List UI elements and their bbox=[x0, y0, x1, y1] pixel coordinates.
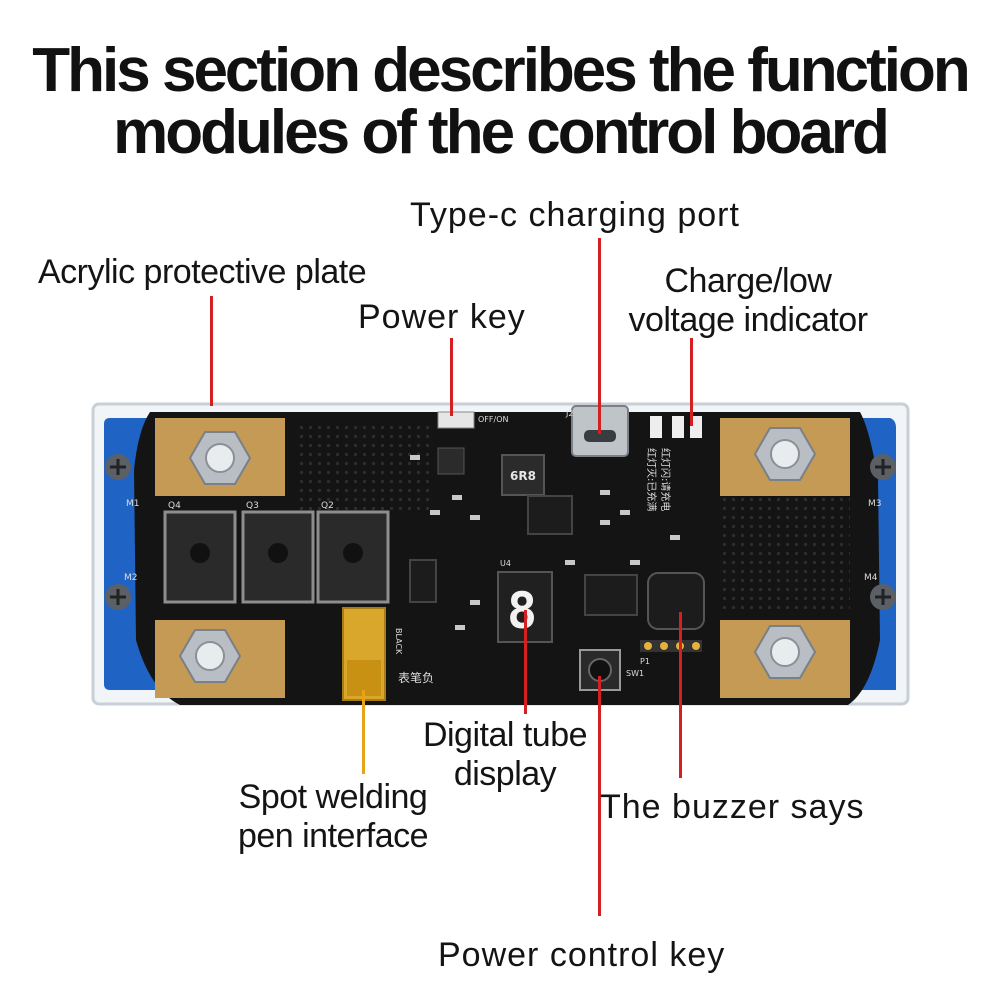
screw-br bbox=[870, 584, 896, 610]
pen-marking: BLACK bbox=[394, 628, 403, 655]
power-switch bbox=[437, 411, 475, 429]
label-indicator-line-2: voltage indicator bbox=[628, 301, 868, 340]
digital-tube-digit: 8 bbox=[507, 582, 537, 640]
pcb-dots bbox=[295, 420, 850, 610]
screw-tr bbox=[870, 454, 896, 480]
label-digital-tube: Digital tube display bbox=[410, 716, 600, 794]
title-line-2: modules of the control board bbox=[113, 98, 890, 167]
label-m3: M3 bbox=[868, 499, 882, 509]
screw-tl bbox=[105, 454, 131, 480]
label-q4: Q4 bbox=[168, 501, 181, 511]
line-digital-tube bbox=[524, 610, 527, 714]
line-acrylic bbox=[210, 296, 213, 406]
smd-parts bbox=[410, 455, 680, 630]
nut-m2 bbox=[178, 629, 242, 683]
label-indicator: Charge/low voltage indicator bbox=[612, 262, 884, 340]
label-m4: M4 bbox=[864, 573, 878, 583]
screw-bl bbox=[105, 584, 131, 610]
usb-label: J2 bbox=[565, 409, 573, 418]
indicator-chinese-2: 红灯灭:已充满 bbox=[645, 448, 658, 511]
label-spot-welding: Spot welding pen interface bbox=[222, 778, 444, 856]
header-pins bbox=[640, 640, 702, 652]
pen-chinese: 表笔负 bbox=[398, 670, 434, 685]
line-power-key bbox=[450, 338, 453, 416]
label-spot-welding-line-2: pen interface bbox=[237, 817, 429, 856]
label-q3: Q3 bbox=[246, 501, 259, 511]
indicator-chinese: 红灯闪:请充电 bbox=[659, 448, 672, 511]
mosfets bbox=[163, 510, 390, 604]
inductor-marking: 6R8 bbox=[510, 469, 536, 483]
line-typec bbox=[598, 238, 601, 434]
label-switch: OFF/ON bbox=[478, 415, 508, 424]
label-power-key: Power key bbox=[358, 298, 526, 336]
label-m2: M2 bbox=[124, 573, 138, 583]
label-typec: Type-c charging port bbox=[410, 196, 740, 234]
line-buzzer bbox=[679, 612, 682, 778]
buzzer bbox=[647, 572, 705, 630]
line-indicator bbox=[690, 338, 693, 426]
ic-small bbox=[409, 559, 437, 603]
label-indicator-line-1: Charge/low bbox=[664, 262, 832, 300]
button-label: SW1 bbox=[626, 669, 644, 678]
nut-m3 bbox=[753, 427, 817, 481]
ic-main bbox=[584, 574, 638, 616]
inductor bbox=[501, 454, 545, 496]
indicator-led-3 bbox=[690, 416, 702, 438]
line-spot-welding bbox=[362, 690, 365, 774]
display-label: U4 bbox=[500, 559, 511, 568]
nut-m4 bbox=[753, 625, 817, 679]
label-q2: Q2 bbox=[321, 501, 334, 511]
indicator-led-2 bbox=[672, 416, 684, 438]
label-acrylic: Acrylic protective plate bbox=[38, 253, 367, 291]
label-power-control: Power control key bbox=[438, 936, 726, 974]
indicator-led-1 bbox=[650, 416, 662, 438]
label-m1: M1 bbox=[126, 499, 140, 509]
label-spot-welding-line-1: Spot welding bbox=[238, 778, 428, 816]
header-label: P1 bbox=[640, 657, 650, 666]
nut-m1 bbox=[188, 431, 252, 485]
ic-u2 bbox=[527, 495, 573, 535]
line-power-control bbox=[598, 676, 601, 916]
label-buzzer: The buzzer says bbox=[600, 788, 865, 826]
title-line-1: This section describes the function bbox=[32, 36, 970, 105]
label-digital-tube-line-1: Digital tube bbox=[422, 716, 588, 754]
label-digital-tube-line-2: display bbox=[453, 755, 557, 794]
